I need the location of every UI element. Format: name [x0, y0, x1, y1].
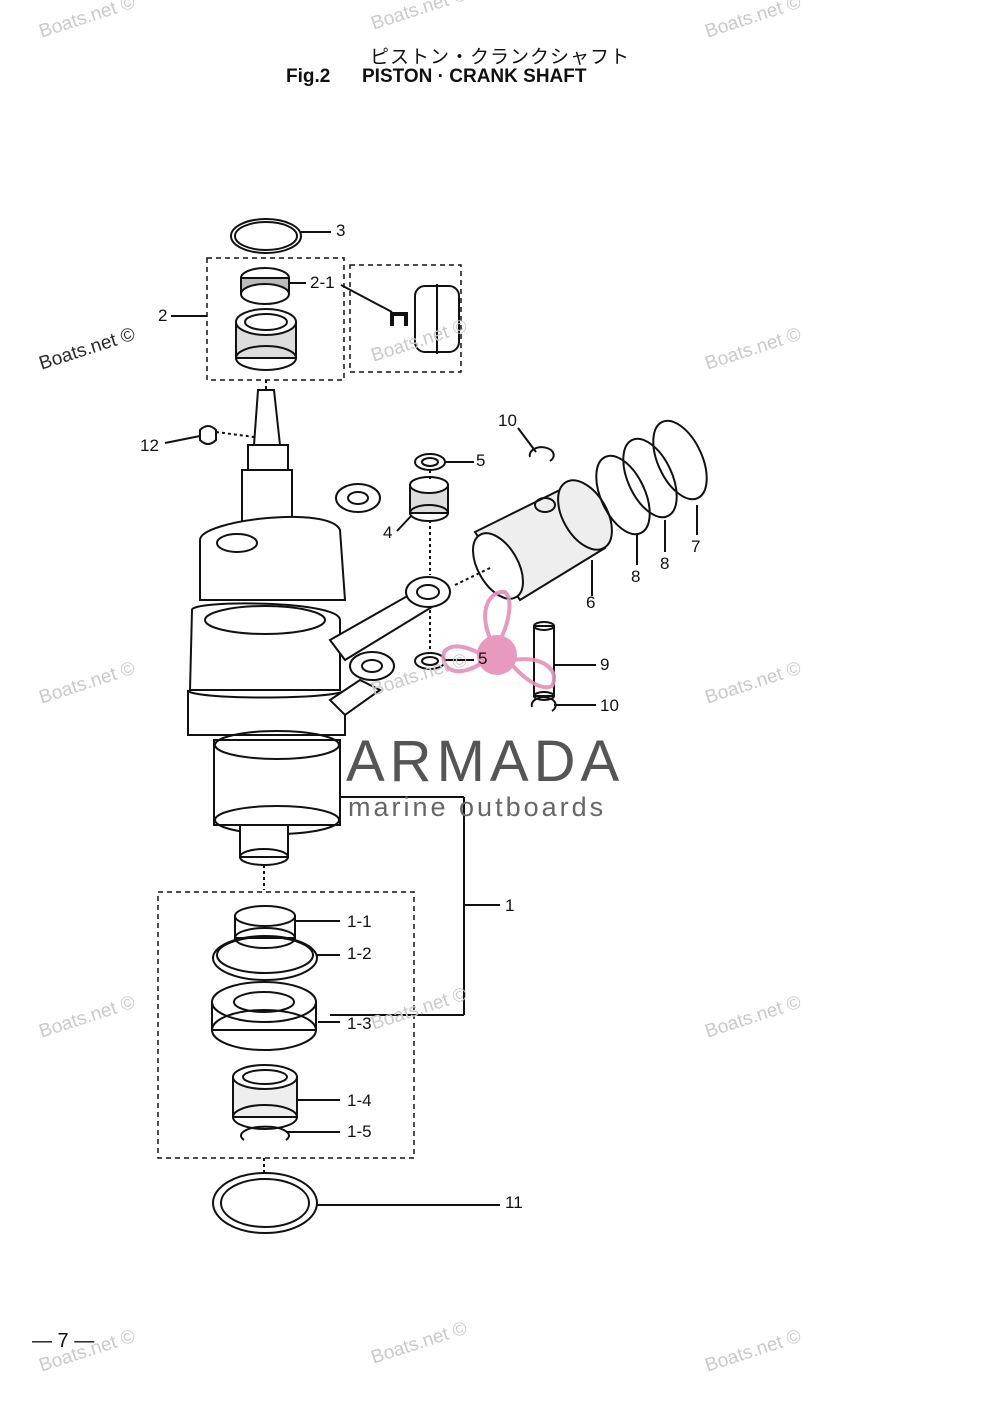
callout-7: 7: [691, 537, 701, 556]
connecting-rod-lower: [328, 576, 451, 717]
part-7-ring: [652, 419, 708, 501]
callout-1-1: 1-1: [347, 912, 372, 931]
part-2-1-detail: [390, 284, 460, 354]
part-8-ring-b: [622, 437, 678, 519]
callout-11: 11: [505, 1193, 523, 1212]
part-1-5-circlip: [240, 1125, 290, 1141]
part-1-4-bearing: [232, 1064, 298, 1130]
callout-1: 1: [505, 896, 515, 915]
callout-2: 2: [158, 306, 168, 325]
part-10-clip-lower: [530, 696, 557, 712]
armada-logo-text: ARMADA: [346, 729, 625, 794]
callout-8-right: 8: [660, 554, 670, 573]
part-1-1-sleeve: [234, 905, 296, 949]
callout-5-upper: 5: [476, 451, 486, 470]
group-box-2: [206, 257, 345, 381]
part-2-bearing: [235, 308, 297, 371]
part-4-needle-bearing: [409, 476, 449, 522]
callout-1-2: 1-2: [347, 944, 372, 963]
callout-10-upper: 10: [498, 411, 517, 430]
part-1-2-plate: [212, 935, 318, 981]
callout-5-lower: 5: [478, 649, 488, 668]
figure-title: PISTON · CRANK SHAFT: [362, 66, 587, 87]
callout-1-5: 1-5: [347, 1122, 372, 1141]
connecting-rod-upper: [335, 483, 381, 513]
figure-number: Fig.2: [286, 66, 331, 87]
part-5-washer-upper: [414, 453, 446, 471]
armada-logo-tagline: marine outboards: [348, 792, 607, 822]
callout-8-left: 8: [631, 567, 641, 586]
crankshaft: [186, 380, 347, 890]
callout-2-1: 2-1: [310, 273, 335, 292]
part-3-ring: [230, 218, 302, 254]
figure-title-japanese: ピストン・クランクシャフト: [369, 46, 630, 68]
part-2-1-race: [240, 267, 290, 305]
page-number: — 7 —: [32, 1330, 95, 1352]
part-12-key: [199, 425, 217, 445]
part-6-piston: [472, 479, 613, 602]
callout-4: 4: [383, 523, 393, 542]
callout-10-lower: 10: [600, 696, 619, 715]
part-10-clip-upper: [528, 446, 555, 462]
callout-1-3: 1-3: [347, 1014, 372, 1033]
armada-logo-mark: [441, 589, 556, 690]
callout-9: 9: [600, 655, 610, 674]
part-11-ring: [212, 1172, 318, 1234]
callout-1-4: 1-4: [347, 1091, 372, 1110]
detail-box-2-1: [349, 264, 462, 373]
callout-3: 3: [336, 221, 346, 240]
callout-12: 12: [140, 436, 159, 455]
group-box-1: [157, 891, 415, 1159]
callout-6: 6: [586, 593, 596, 612]
part-1-3-ball-bearing: [211, 981, 317, 1051]
part-8-ring-a: [595, 454, 651, 536]
